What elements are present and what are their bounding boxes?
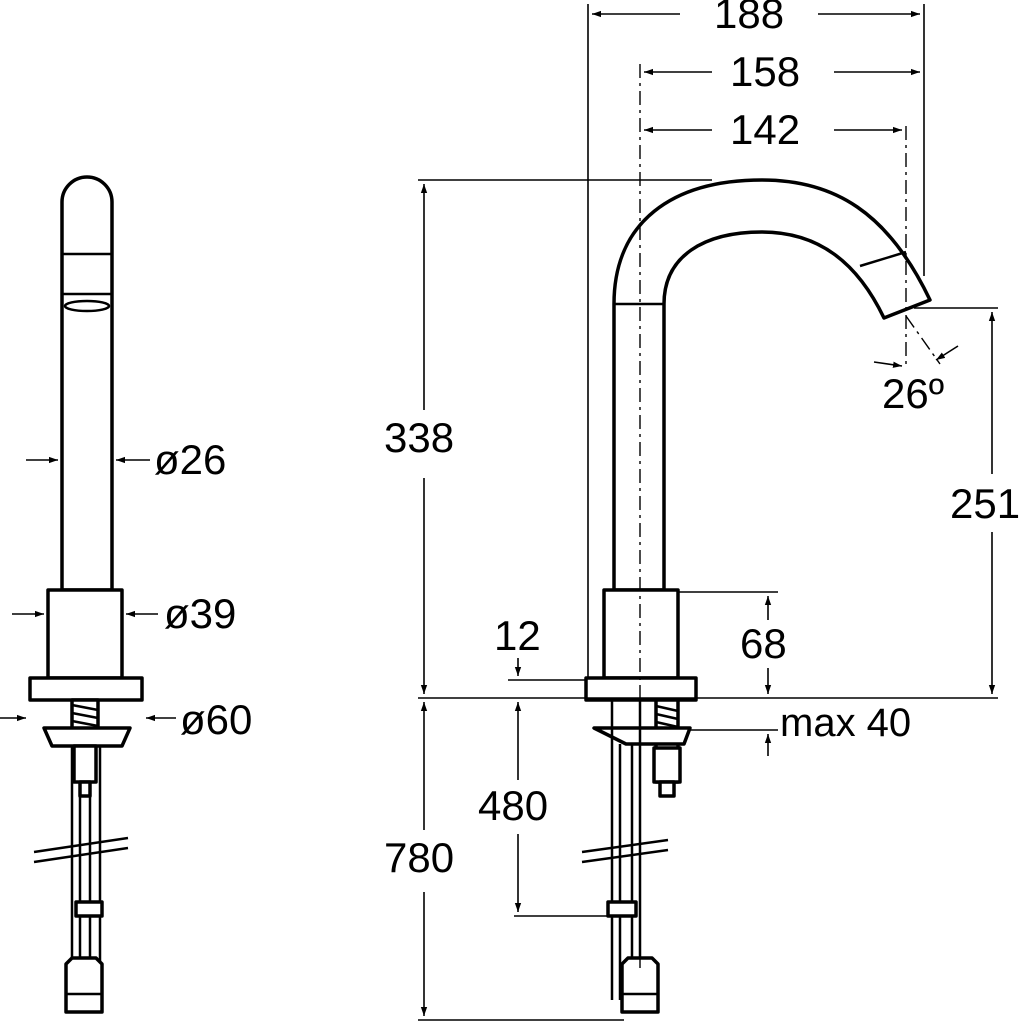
side-aerator-band: [60, 252, 114, 296]
label-spout-diameter: ø26: [154, 436, 226, 483]
side-spout-column: [60, 175, 114, 592]
dim-spout-reach: 142: [644, 106, 902, 153]
label-max-deck: max 40: [780, 701, 911, 745]
dim-outlet-angle: 26º: [873, 345, 959, 417]
dim-outlet-height: 251: [950, 312, 1020, 694]
label-outlet-angle: 26º: [882, 370, 944, 417]
front-threaded-stud: [652, 698, 682, 798]
label-body-height: 68: [740, 620, 787, 667]
dim-overall-reach: 188: [592, 0, 920, 37]
front-fixing-plate: [592, 726, 692, 746]
front-base-flange: [584, 676, 698, 702]
front-hose-clip: [606, 900, 638, 918]
label-base-thickness: 12: [494, 612, 541, 659]
label-outlet-reach: 158: [730, 48, 800, 95]
side-body: [46, 588, 124, 680]
dim-base-thickness: 12: [494, 612, 541, 676]
front-body: [602, 588, 680, 680]
dim-shank-length: 480: [478, 702, 548, 912]
label-outlet-height: 251: [950, 480, 1020, 527]
side-hose-clip: [74, 900, 104, 918]
dim-body-diameter: ø39: [12, 590, 236, 637]
front-break-marks: [581, 838, 669, 864]
side-outlet-nozzle: [63, 299, 111, 313]
front-view: 188 158 142 338 251 26º: [384, 0, 1020, 1021]
label-base-diameter: ø60: [180, 696, 252, 743]
dim-max-deck: max 40: [764, 701, 911, 756]
label-body-diameter: ø39: [164, 590, 236, 637]
label-spout-reach: 142: [730, 106, 800, 153]
dim-total-height: 338: [384, 184, 454, 694]
front-hose-connector: [620, 956, 660, 1014]
side-threaded-stud: [70, 698, 100, 732]
label-shank-length: 480: [478, 782, 548, 829]
side-base-flange: [28, 676, 144, 702]
dim-hose-length: 780: [384, 702, 454, 1016]
dim-outlet-reach: 158: [644, 48, 920, 95]
label-overall-reach: 188: [714, 0, 784, 37]
extension-lines: [418, 4, 998, 1021]
dim-body-height: 68: [740, 596, 787, 694]
side-view: ø26 ø39 ø60: [0, 175, 252, 1014]
dim-spout-diameter: ø26: [26, 436, 226, 483]
side-fixing-plate: [42, 726, 132, 748]
label-total-height: 338: [384, 414, 454, 461]
front-gooseneck-spout: [612, 178, 932, 592]
side-hose-connector: [64, 956, 104, 1014]
front-aerator-band: [859, 250, 907, 268]
centerline-spray-angle: [905, 315, 941, 365]
label-hose-length: 780: [384, 834, 454, 881]
dim-base-diameter: ø60: [0, 696, 252, 743]
side-break-marks: [33, 836, 129, 864]
